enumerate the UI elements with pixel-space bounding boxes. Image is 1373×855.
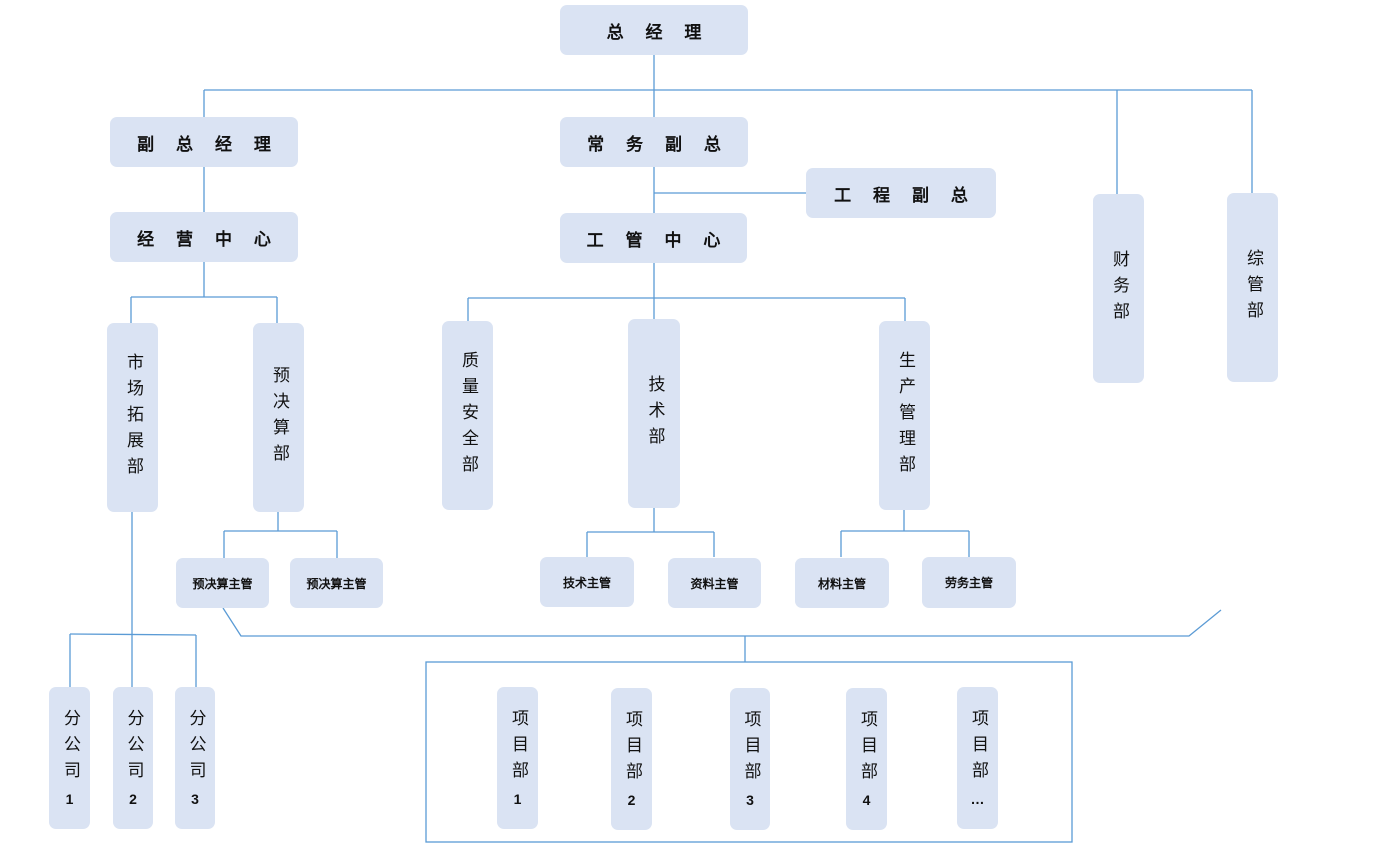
node-business-center[interactable]: 经 营 中 心 <box>110 212 298 262</box>
node-label: 常 务 副 总 <box>587 134 729 155</box>
node-label: 分公司 <box>185 709 206 787</box>
node-project-dept[interactable]: 项目部 2 <box>611 688 652 830</box>
node-label: 经 营 中 心 <box>137 229 279 250</box>
node-labor-supervisor[interactable]: 劳务主管 <box>922 557 1016 608</box>
node-project-dept[interactable]: 项目部 1 <box>497 687 538 829</box>
node-label: 市场拓展部 <box>123 352 143 483</box>
node-label: 分公司 <box>60 709 80 787</box>
node-number: 1 <box>65 791 74 807</box>
node-engineering-deputy[interactable]: 工 程 副 总 <box>806 168 996 218</box>
node-project-dept[interactable]: 项目部 … <box>957 687 998 829</box>
node-label: 项目部 <box>508 709 528 787</box>
node-number: 3 <box>191 791 199 807</box>
node-quality-safety-dept[interactable]: 质量安全部 <box>442 321 493 510</box>
node-label: 预决算主管 <box>192 576 253 591</box>
node-materials-supervisor[interactable]: 材料主管 <box>795 558 889 608</box>
node-label: 综管部 <box>1243 248 1263 327</box>
node-number: 2 <box>627 792 636 808</box>
node-label: 财务部 <box>1109 249 1129 328</box>
node-label: 工 管 中 心 <box>586 230 729 251</box>
node-general-manager[interactable]: 总 经 理 <box>560 5 748 55</box>
node-label: 质量安全部 <box>458 350 478 481</box>
node-label: 项目部 <box>857 710 877 788</box>
node-label: 生产管理部 <box>895 350 915 481</box>
connector <box>69 633 197 636</box>
node-label: 材料主管 <box>817 576 866 591</box>
node-number: 1 <box>513 791 522 807</box>
node-number: 2 <box>129 791 137 807</box>
node-project-dept[interactable]: 项目部 4 <box>846 688 887 830</box>
node-technical-supervisor[interactable]: 技术主管 <box>540 557 634 607</box>
node-label: 预决算部 <box>269 365 289 470</box>
node-label: 预决算主管 <box>306 576 367 591</box>
node-number: … <box>970 791 985 807</box>
node-market-dept[interactable]: 市场拓展部 <box>107 323 158 512</box>
node-branch[interactable]: 分公司 1 <box>49 687 90 829</box>
node-label: 项目部 <box>740 710 761 788</box>
node-number: 3 <box>746 792 754 808</box>
node-branch[interactable]: 分公司 3 <box>175 687 215 829</box>
node-label: 总 经 理 <box>606 22 710 43</box>
node-deputy-gm[interactable]: 副 总 经 理 <box>110 117 298 167</box>
node-label: 分公司 <box>123 709 144 787</box>
node-admin-dept[interactable]: 综管部 <box>1227 193 1278 382</box>
node-number: 4 <box>862 792 871 808</box>
node-label: 副 总 经 理 <box>137 134 279 155</box>
node-project-dept[interactable]: 项目部 3 <box>730 688 770 830</box>
node-label: 项目部 <box>968 709 988 787</box>
node-production-dept[interactable]: 生产管理部 <box>879 321 930 510</box>
node-finance-dept[interactable]: 财务部 <box>1093 194 1144 383</box>
node-label: 技术主管 <box>562 575 611 590</box>
node-label: 工 程 副 总 <box>834 185 976 206</box>
node-label: 技术部 <box>644 374 665 453</box>
node-budget-supervisor[interactable]: 预决算主管 <box>176 558 269 608</box>
node-branch[interactable]: 分公司 2 <box>113 687 153 829</box>
node-label: 资料主管 <box>690 576 739 591</box>
node-label: 项目部 <box>622 710 642 788</box>
node-technical-dept[interactable]: 技术部 <box>628 319 680 508</box>
node-budget-supervisor[interactable]: 预决算主管 <box>290 558 383 608</box>
node-engineering-mgmt-center[interactable]: 工 管 中 心 <box>560 213 747 263</box>
node-executive-deputy[interactable]: 常 务 副 总 <box>560 117 748 167</box>
node-label: 劳务主管 <box>944 576 993 590</box>
node-budget-dept[interactable]: 预决算部 <box>253 323 304 512</box>
connector <box>222 607 1222 637</box>
node-documents-supervisor[interactable]: 资料主管 <box>668 558 761 608</box>
